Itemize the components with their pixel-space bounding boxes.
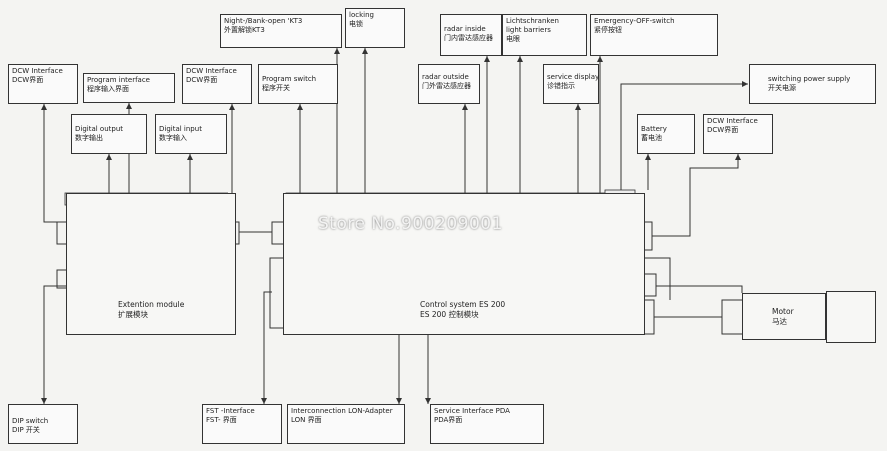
extension-module-board: [66, 193, 236, 335]
motor-plug: [721, 299, 745, 335]
wire-fst-interface-arrowhead: [261, 398, 267, 404]
wire-digital-output-arrowhead: [106, 154, 112, 160]
motor-body: [742, 293, 826, 340]
wire-dip-switch-arrowhead: [41, 398, 47, 404]
wire-pda-interface-arrowhead: [425, 398, 431, 404]
wire-program-interface-arrowhead: [126, 103, 132, 109]
wire-battery-arrowhead: [645, 154, 651, 160]
wire-radar-inside-arrowhead: [484, 56, 490, 62]
store-watermark: Store No.900209001: [318, 214, 503, 234]
wire-light-barriers-arrowhead: [517, 56, 523, 62]
wire-digital-input-arrowhead: [187, 154, 193, 160]
wire-locking-arrowhead: [362, 48, 368, 54]
wire-dcw-interface-left: [43, 104, 60, 223]
wire-power-to-motor: [656, 285, 743, 293]
wire-emergency-off-arrowhead: [597, 56, 603, 62]
wire-program-switch-arrowhead: [297, 104, 303, 110]
wire-ground: [645, 257, 671, 300]
wire-service-display-arrowhead: [575, 104, 581, 110]
wire-lon-adapter-arrowhead: [396, 398, 402, 404]
wire-dcw-interface-right-arrowhead: [735, 154, 741, 160]
motor-shaft: [826, 291, 876, 343]
wire-power-supply: [620, 83, 748, 190]
control-system-board: [283, 193, 645, 335]
wire-fst-interface: [263, 291, 272, 404]
wire-power-supply-arrowhead: [742, 81, 748, 87]
wire-dip-switch: [43, 285, 68, 404]
wire-night-bank-open-arrowhead: [334, 48, 340, 54]
wire-dcw-interface-right: [652, 154, 739, 237]
wire-dcw-interface-mid-arrowhead: [229, 104, 235, 110]
wire-dcw-interface-left-arrowhead: [41, 104, 47, 110]
wire-radar-outside-arrowhead: [462, 104, 468, 110]
